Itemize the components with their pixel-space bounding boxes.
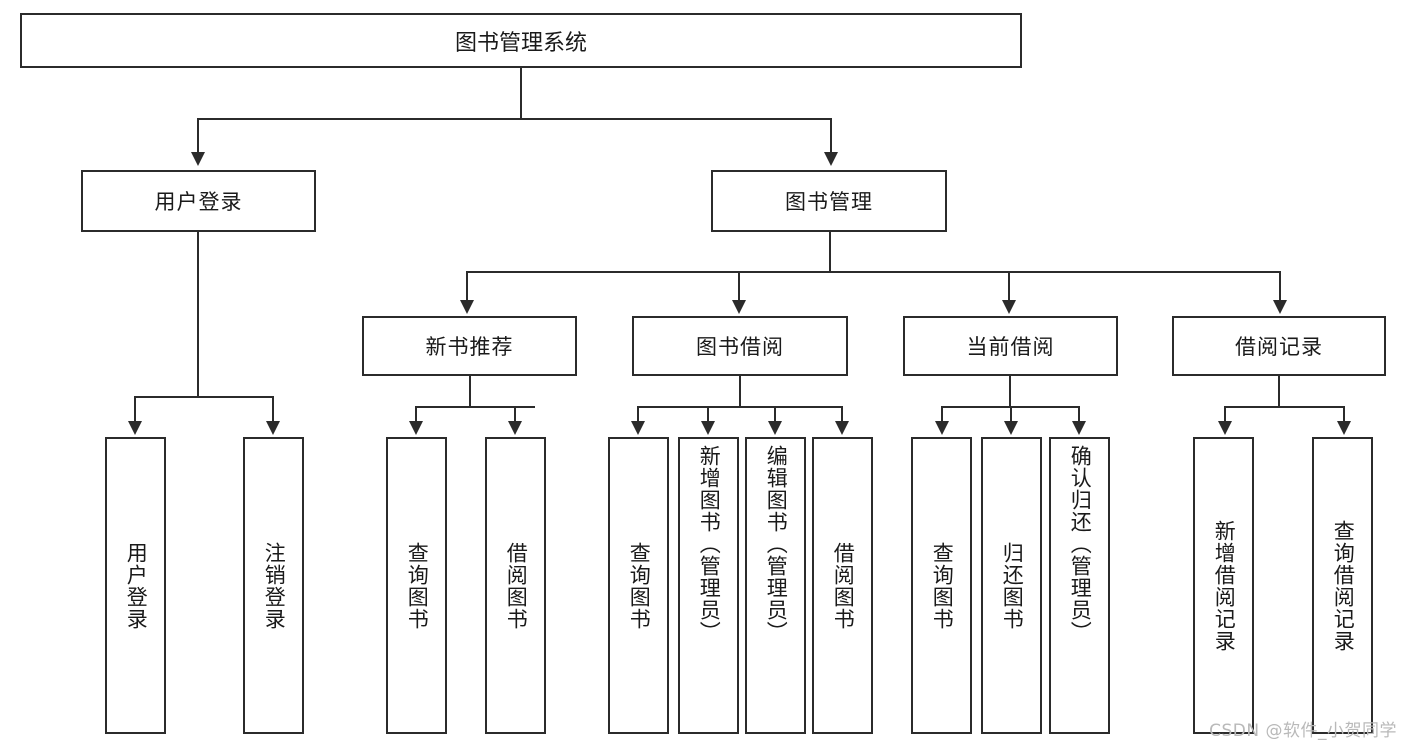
leaf-label: 新增图书（管理员） [697, 445, 722, 643]
connector-new-book-stem [469, 376, 471, 406]
arrowhead-current-borrow [1002, 300, 1016, 314]
arrowhead-current-borrow-child-3 [1072, 421, 1086, 435]
arrowhead-new-book-child-2 [508, 421, 522, 435]
node-current-borrow[interactable]: 当前借阅 [903, 316, 1118, 376]
connector-book-mgmt-to-new-book [466, 271, 468, 302]
arrowhead-book-borrow-child-3 [768, 421, 782, 435]
connector-book-mgmt-stem [829, 232, 831, 271]
leaf-user-login-logout[interactable]: 注销登录 [243, 437, 304, 734]
node-new-book-recommend[interactable]: 新书推荐 [362, 316, 577, 376]
connector-book-mgmt-bus [466, 271, 1280, 273]
node-label: 图书管理 [785, 190, 873, 214]
node-label: 新书推荐 [425, 335, 514, 359]
connector-user-login-child-2 [272, 396, 274, 423]
leaf-user-login-login[interactable]: 用户登录 [105, 437, 166, 734]
leaf-book-borrow-edit[interactable]: 编辑图书（管理员） [745, 437, 806, 734]
leaf-borrow-record-add[interactable]: 新增借阅记录 [1193, 437, 1254, 734]
connector-user-login-child-1 [134, 396, 136, 423]
connector-root-to-book-mgmt [830, 118, 832, 154]
leaf-book-borrow-borrow[interactable]: 借阅图书 [812, 437, 873, 734]
connector-new-book-child-2 [514, 406, 516, 423]
arrowhead-book-mgmt [824, 152, 838, 166]
connector-book-mgmt-to-borrow-record [1279, 271, 1281, 302]
connector-new-book-child-1 [415, 406, 417, 423]
node-root-system[interactable]: 图书管理系统 [20, 13, 1022, 68]
node-book-borrow[interactable]: 图书借阅 [632, 316, 848, 376]
arrowhead-borrow-record-child-1 [1218, 421, 1232, 435]
leaf-label: 编辑图书（管理员） [764, 445, 789, 643]
leaf-label: 查询图书 [627, 541, 652, 630]
arrowhead-current-borrow-child-1 [935, 421, 949, 435]
leaf-borrow-record-query[interactable]: 查询借阅记录 [1312, 437, 1373, 734]
leaf-label: 注销登录 [262, 541, 287, 630]
leaf-new-book-query[interactable]: 查询图书 [386, 437, 447, 734]
connector-book-borrow-bus [637, 406, 843, 408]
node-label: 图书管理系统 [454, 30, 587, 56]
connector-current-borrow-stem [1009, 376, 1011, 406]
connector-borrow-record-child-1 [1224, 406, 1226, 423]
connector-borrow-record-stem [1278, 376, 1280, 406]
connector-root-stem [520, 68, 522, 118]
connector-current-borrow-child-1 [941, 406, 943, 423]
leaf-new-book-borrow[interactable]: 借阅图书 [485, 437, 546, 734]
connector-book-borrow-child-2 [707, 406, 709, 423]
leaf-current-borrow-return[interactable]: 归还图书 [981, 437, 1042, 734]
connector-book-borrow-child-1 [637, 406, 639, 423]
node-label: 图书借阅 [696, 335, 784, 359]
arrowhead-borrow-record [1273, 300, 1287, 314]
arrowhead-user-login-child-2 [266, 421, 280, 435]
connector-root-to-user-login [197, 118, 199, 154]
connector-borrow-record-bus [1224, 406, 1344, 408]
connector-book-borrow-child-3 [774, 406, 776, 423]
connector-book-mgmt-to-current-borrow [1008, 271, 1010, 302]
watermark-text: CSDN @软件_小贺同学 [1209, 721, 1397, 741]
node-label: 用户登录 [154, 190, 243, 214]
node-book-management[interactable]: 图书管理 [711, 170, 947, 232]
connector-new-book-bus [415, 406, 535, 408]
leaf-label: 查询图书 [405, 541, 430, 630]
node-borrow-record[interactable]: 借阅记录 [1172, 316, 1386, 376]
arrowhead-book-borrow-child-4 [835, 421, 849, 435]
node-label: 借阅记录 [1235, 335, 1323, 359]
arrowhead-current-borrow-child-2 [1004, 421, 1018, 435]
connector-book-mgmt-to-book-borrow [738, 271, 740, 302]
arrowhead-user-login-child-1 [128, 421, 142, 435]
connector-book-borrow-stem [739, 376, 741, 406]
connector-user-login-bus [134, 396, 273, 398]
leaf-book-borrow-query[interactable]: 查询图书 [608, 437, 669, 734]
leaf-book-borrow-add[interactable]: 新增图书（管理员） [678, 437, 739, 734]
leaf-label: 新增借阅记录 [1212, 519, 1237, 652]
node-user-login[interactable]: 用户登录 [81, 170, 316, 232]
leaf-label: 查询图书 [930, 541, 955, 630]
leaf-current-borrow-query[interactable]: 查询图书 [911, 437, 972, 734]
node-label: 当前借阅 [966, 335, 1055, 359]
connector-root-bus [197, 118, 832, 120]
arrowhead-new-book-child-1 [409, 421, 423, 435]
connector-user-login-stem [197, 232, 199, 396]
connector-current-borrow-child-2 [1010, 406, 1012, 423]
leaf-label: 查询借阅记录 [1331, 519, 1356, 652]
leaf-label: 归还图书 [1000, 541, 1025, 630]
leaf-label: 用户登录 [124, 541, 149, 630]
arrowhead-book-borrow [732, 300, 746, 314]
connector-borrow-record-child-2 [1343, 406, 1345, 423]
leaf-label: 借阅图书 [831, 541, 856, 630]
arrowhead-user-login [191, 152, 205, 166]
leaf-label: 借阅图书 [504, 541, 529, 630]
arrowhead-book-borrow-child-2 [701, 421, 715, 435]
leaf-label: 确认归还（管理员） [1068, 445, 1093, 643]
leaf-current-borrow-confirm[interactable]: 确认归还（管理员） [1049, 437, 1110, 734]
arrowhead-book-borrow-child-1 [631, 421, 645, 435]
arrowhead-new-book-recommend [460, 300, 474, 314]
connector-book-borrow-child-4 [841, 406, 843, 423]
arrowhead-borrow-record-child-2 [1337, 421, 1351, 435]
connector-current-borrow-child-3 [1078, 406, 1080, 423]
